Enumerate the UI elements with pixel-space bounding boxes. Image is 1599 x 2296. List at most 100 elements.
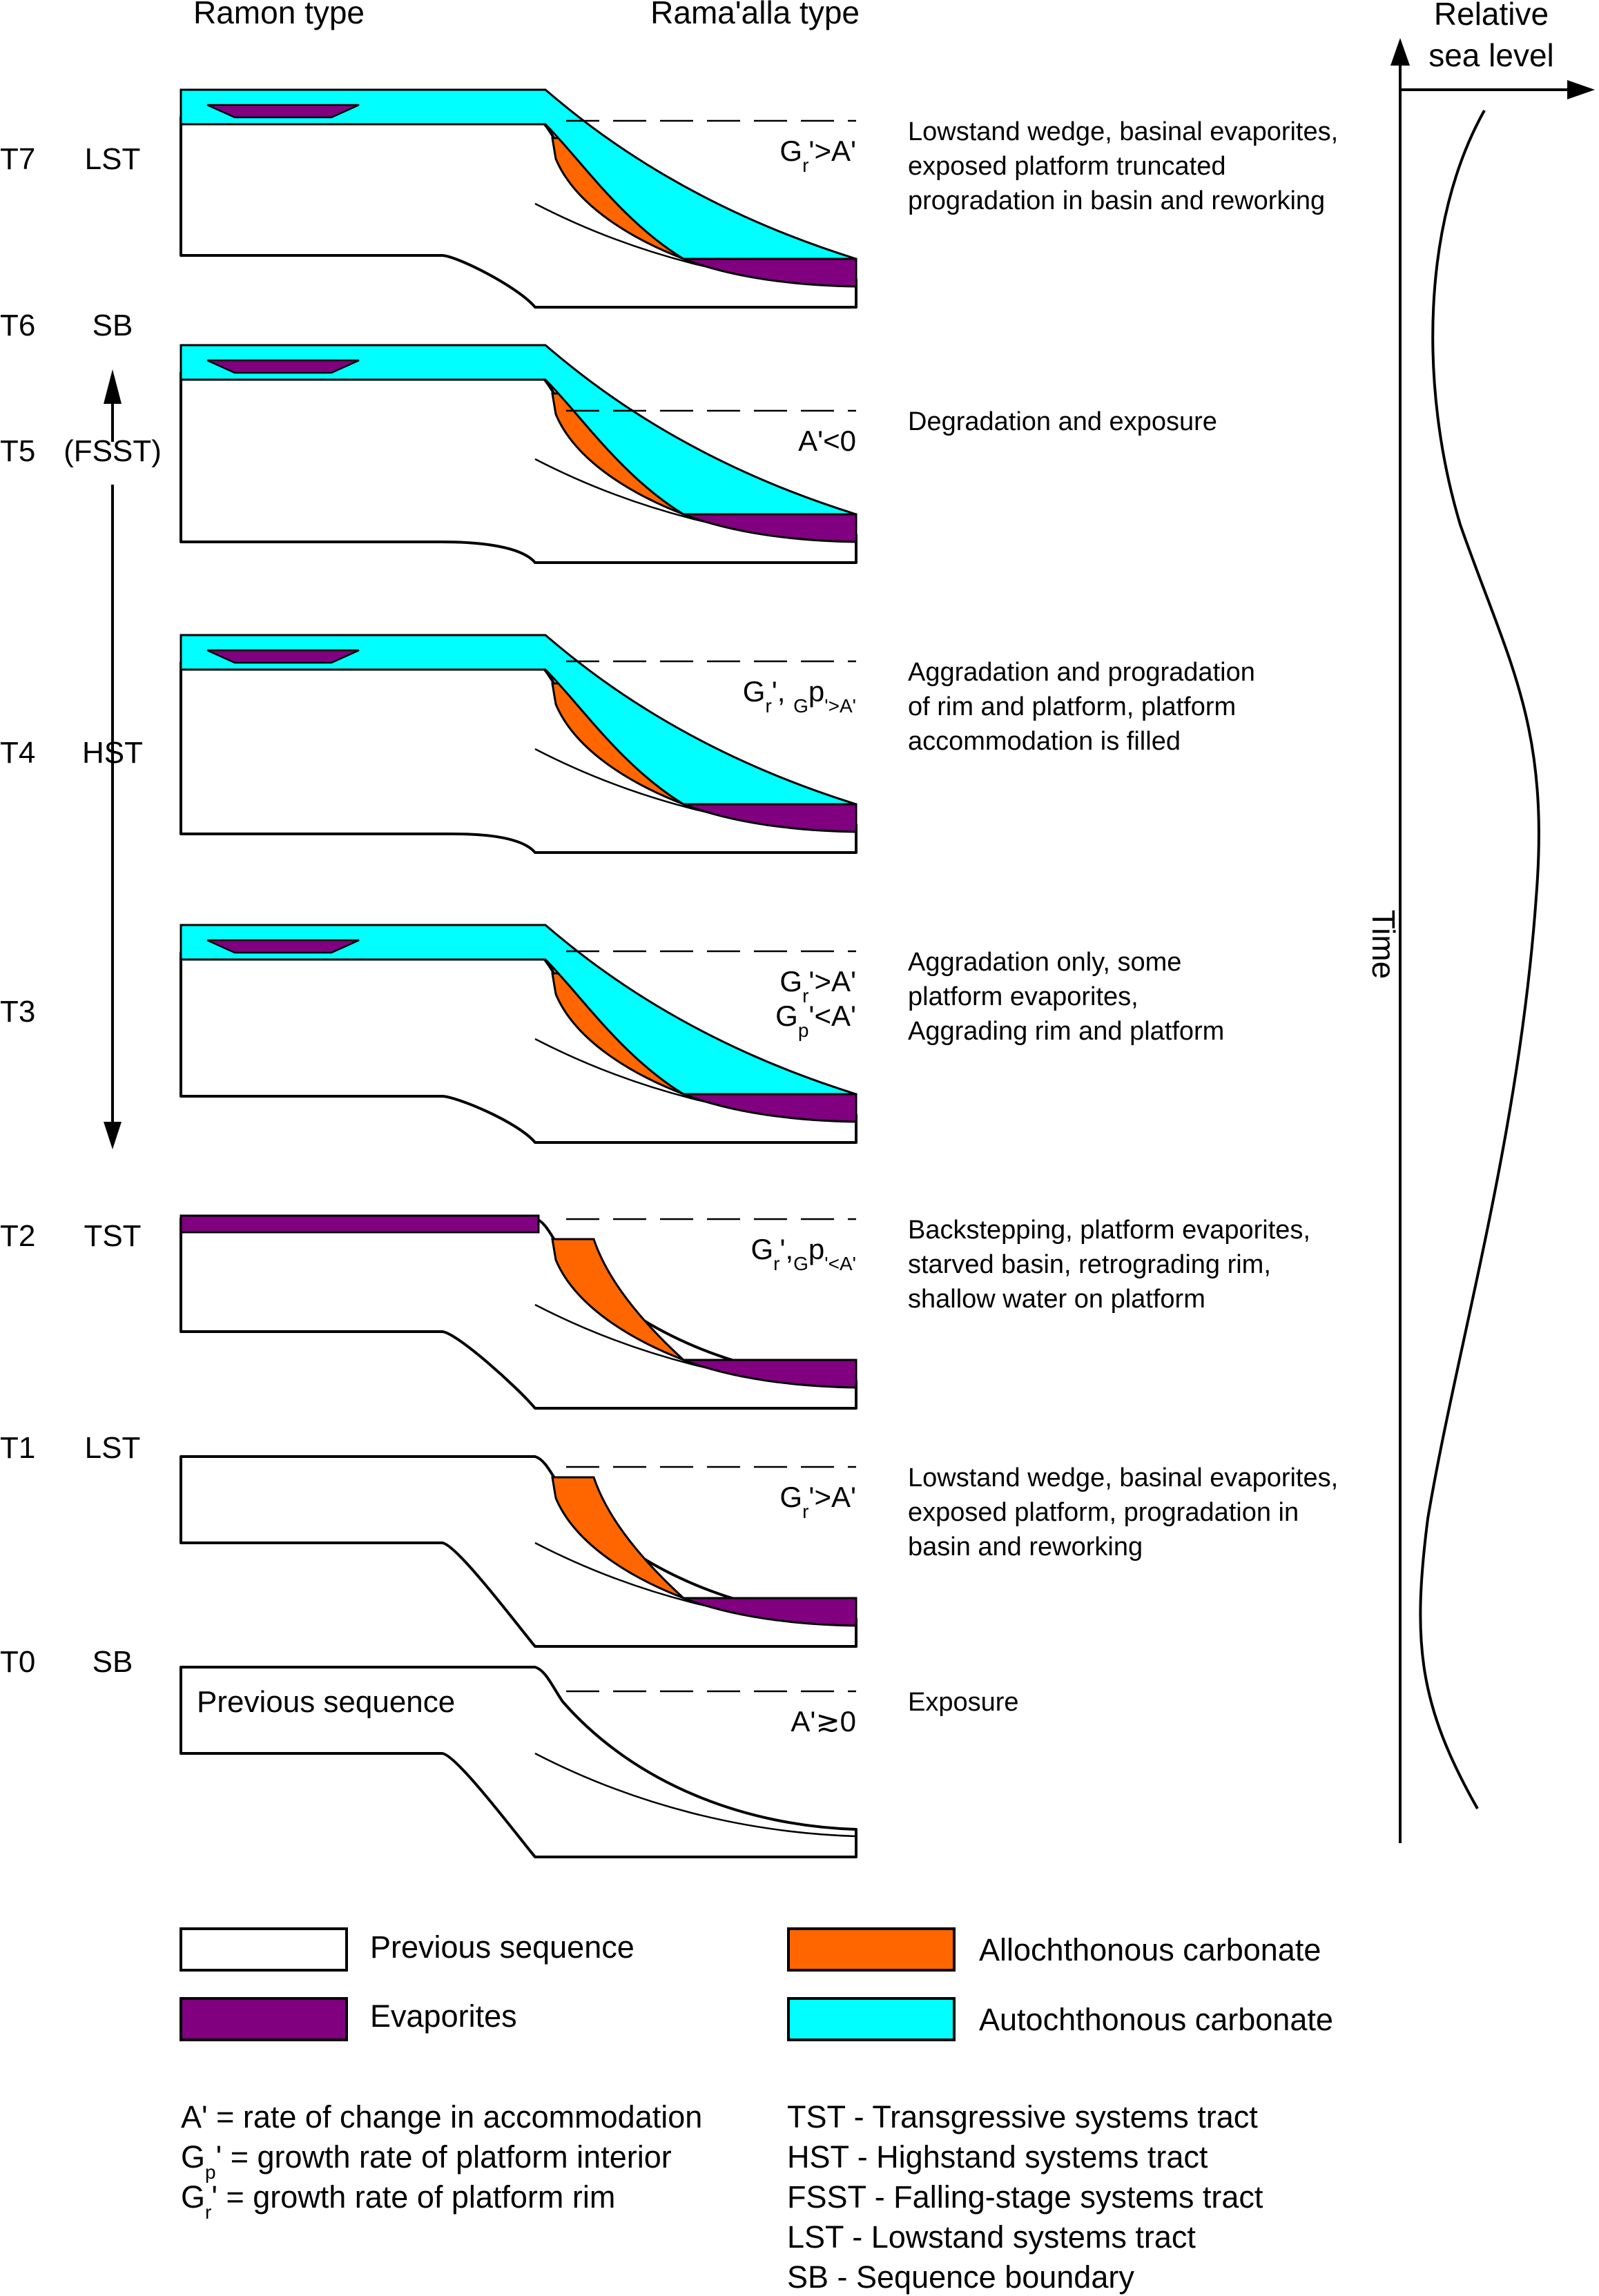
previous-sequence-inner-line [534,1752,857,1838]
growth-relation-label: Gr'>A' [779,135,856,176]
legend-label-previous-sequence: Previous sequence [370,1929,634,1965]
stage-description-line: exposed platform, progradation in [908,1498,1299,1527]
stage-panel-t7: T7 LST Gr'>A' Lowstand wedge, basinal evapo… [0,88,1338,309]
stage-time-label: T7 [0,142,35,176]
basin-evaporites [683,1359,857,1389]
subscript: r [765,695,771,717]
subscript: r [802,985,808,1006]
stage-description-line: Lowstand wedge, basinal evaporites, [908,1463,1338,1492]
stage-description-line: Exposure [908,1688,1019,1717]
text-part: ' = rate of change in accommodation [202,2099,702,2134]
definition-line: Gr' = growth rate of platform rim [181,2179,615,2223]
definition-line: Gp' = growth rate of platform interior [181,2139,672,2183]
subscript: r [802,155,808,176]
abbreviation-lst: LST - Lowstand systems tract [787,2219,1196,2255]
stage-description-line: shallow water on platform [908,1285,1205,1314]
abbreviation-hst: HST - Highstand systems tract [787,2139,1208,2175]
text-part: '>A' [808,965,856,998]
subscript: '>A' [824,695,856,717]
subscript: r [773,1253,779,1274]
text-part: G [743,675,766,708]
sea-level-axis-arrowhead [1567,80,1595,99]
text-part: G [779,135,802,167]
stage-tract-label: LST [85,142,141,176]
growth-relation-label: Gr',Gp'<A' [750,1233,856,1274]
text-part: G [181,2179,205,2215]
platform-evaporites [206,649,360,664]
previous-sequence-label: Previous sequence [197,1685,455,1719]
stage-description-line: progradation in basin and reworking [908,186,1325,215]
stage-description-line: Lowstand wedge, basinal evaporites, [908,117,1338,146]
subscript: r [802,1501,808,1522]
stage-description-line: exposed platform truncated [908,152,1226,181]
text-part: G [779,1481,802,1513]
growth-relation-label: Gr', Gp'>A' [743,675,856,717]
platform-evaporites [206,359,360,374]
text-part: '<A' [808,1000,856,1032]
stage-tract-label: SB [93,1645,133,1679]
growth-relation-label: A'<0 [798,425,856,457]
sea-level-title-line2: sea level [1428,37,1554,73]
autochthonous-carbonate [180,344,857,516]
stage-description-line: of rim and platform, platform [908,692,1236,721]
tract-range-arrow [104,369,122,1149]
stage-description-line: starved basin, retrograding rim, [908,1250,1271,1279]
allochthonous-wedge [551,1238,685,1361]
stage-time-label: T2 [0,1219,35,1253]
text-part: p [808,675,824,708]
abbreviation-fsst: FSST - Falling-stage systems tract [787,2179,1263,2215]
legend-swatch-autochthonous [787,1997,956,2041]
platform-evaporites [206,939,360,954]
stage-description-line: platform evaporites, [908,982,1138,1011]
legend-swatch-evaporites [180,1997,348,2041]
growth-relation-label-2: Gp'<A' [775,1000,856,1041]
abbreviations: TST - Transgressive systems tract HST - … [787,2099,1263,2295]
autochthonous-carbonate [180,88,857,260]
abbreviation-tst: TST - Transgressive systems tract [787,2099,1258,2134]
subscript: G [793,1253,808,1274]
subscript: G [793,695,808,717]
basin-evaporites [683,803,857,833]
stage-time-label: T1 [0,1431,35,1465]
stage-time-label: T0 [0,1645,35,1679]
sea-level-title-line1: Relative [1434,0,1549,32]
basin-evaporites [683,513,857,543]
subscript: r [205,2201,211,2223]
text-part: '>A' [808,1481,856,1513]
sea-level-curve [1419,110,1540,1809]
definitions: A' = rate of change in accommodationGp' … [181,2099,702,2223]
stage-panel-t0: T0 SB A'≳0 Previous sequence Exposure [0,1645,1019,1858]
stage-description-line: basin and reworking [908,1533,1143,1562]
autochthonous-carbonate [180,924,857,1096]
header-ramaalla-type: Rama'alla type [650,0,860,30]
text-part: A'≳0 [791,1705,856,1738]
text-part: G [775,1000,798,1032]
legend: Previous sequence Evaporites Allochthono… [180,1927,1333,2041]
text-part: ', [779,1233,793,1265]
subscript: p [798,1020,809,1041]
header-ramon-type: Ramon type [193,0,365,30]
basin-evaporites [683,257,857,288]
abbreviation-sb: SB - Sequence boundary [787,2259,1134,2295]
definition-line: A' = rate of change in accommodation [181,2099,702,2134]
text-part: ' = growth rate of platform interior [216,2139,672,2175]
sea-level-chart: Relative sea level Time [1366,0,1595,1843]
autochthonous-carbonate [180,634,857,806]
stage-time-label: T6 [0,309,35,342]
stage-tract-label: TST [84,1219,141,1253]
stage-time-label: T3 [0,995,35,1029]
legend-label-autochthonous: Autochthonous carbonate [979,2002,1333,2037]
subscript: p [205,2161,216,2183]
growth-relation-label: A'≳0 [791,1705,856,1738]
stage-description-line: Aggradation and progradation [908,658,1255,687]
text-part: ', [772,675,793,708]
subscript: '<A' [824,1253,856,1274]
text-part: G [750,1233,773,1265]
stage-description-line: Aggrading rim and platform [908,1017,1224,1046]
previous-sequence-body [180,1666,857,1858]
